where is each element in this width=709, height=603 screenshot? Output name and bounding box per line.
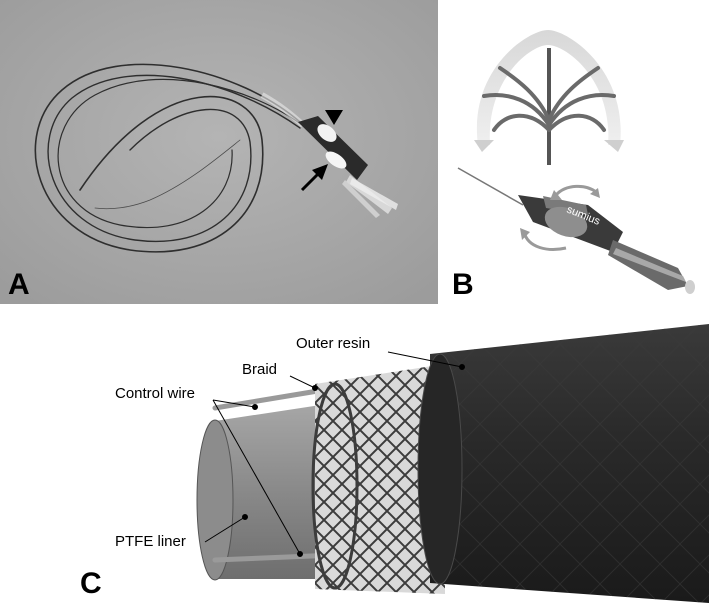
panel-b-label: B xyxy=(452,268,474,301)
catheter-shaft-loops xyxy=(34,63,303,253)
rotation-arrowhead-2 xyxy=(590,188,600,198)
deflection-arc-right-arrowhead xyxy=(604,140,624,152)
braid-layer xyxy=(311,364,445,594)
braid-label: Braid xyxy=(242,361,278,378)
outer-resin-label: Outer resin xyxy=(296,335,371,352)
outer-resin-tube xyxy=(417,324,709,603)
deflected-tips xyxy=(482,66,616,132)
panel-c-drawing xyxy=(196,324,709,603)
control-wire-label: Control wire xyxy=(115,385,196,402)
callout-leaders xyxy=(204,351,465,557)
ptfe-liner-label: PTFE liner xyxy=(115,533,186,550)
deflection-arc-left-arrowhead xyxy=(474,140,494,152)
rotation-arrowhead-1 xyxy=(550,190,562,200)
panel-a-illustration xyxy=(0,0,438,304)
rotation-arrowhead-3 xyxy=(520,228,530,240)
deflection-range-arc xyxy=(476,30,621,145)
panel-b-drawing: sumius xyxy=(457,30,695,294)
panel-c-cross-section: Outer resin Braid Control wire PTFE line… xyxy=(0,304,709,603)
panel-a-label: A xyxy=(8,268,30,301)
panel-b-illustration: sumius B xyxy=(438,0,709,304)
sumius-handle xyxy=(457,167,695,294)
panel-c-label: C xyxy=(80,567,102,600)
panel-a-background xyxy=(0,0,438,304)
catheter-handle xyxy=(298,116,398,218)
panel-a-photo: A xyxy=(0,0,438,304)
arrow-indicator xyxy=(300,164,328,192)
arrowhead-marker xyxy=(325,110,343,125)
